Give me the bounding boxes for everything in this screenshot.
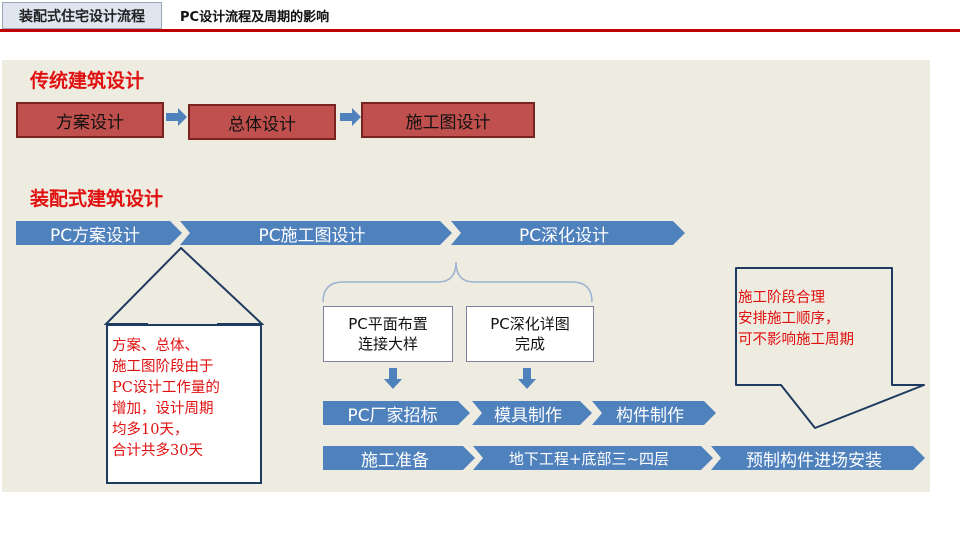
box-pc-detail: PC深化详图 完成 [466,306,594,362]
step-install: 预制构件进场安装 [711,446,925,470]
traditional-title: 传统建筑设计 [30,70,145,92]
step-pc-tender-label: PC厂家招标 [347,405,438,426]
stage-pc-deepening: PC深化设计 [451,221,685,245]
stage-pc-deepening-label: PC深化设计 [518,225,610,246]
arrow-right-icon [166,108,187,126]
stage-pc-scheme-label: PC方案设计 [49,225,141,246]
step-mold: 模具制作 [472,401,592,425]
step-component-label: 构件制作 [616,405,684,426]
header-tab[interactable]: 装配式住宅设计流程 [2,2,162,29]
step-pc-tender: PC厂家招标 [323,401,470,425]
step-construction-prep: 施工准备 [323,446,475,470]
step-construction-prep-label: 施工准备 [361,450,429,471]
prefab-title: 装配式建筑设计 [30,188,164,210]
stage-pc-construction: PC施工图设计 [180,221,452,245]
left-note-text: 方案、总体、 施工图阶段由于 PC设计工作量的 增加，设计周期 均多10天， 合… [112,338,220,459]
page-title: PC设计流程及周期的影响 [180,10,330,25]
step-install-label: 预制构件进场安装 [746,450,882,471]
header-divider [0,29,960,32]
down-arrow-icon [735,267,925,429]
right-note-text: 施工阶段合理 安排施工顺序， 可不影响施工周期 [738,290,854,348]
step-mold-label: 模具制作 [494,405,562,426]
step-underground-label: 地下工程+底部三~四层 [508,449,670,468]
step-underground: 地下工程+底部三~四层 [473,446,713,470]
stage-pc-construction-label: PC施工图设计 [258,225,366,246]
arrow-down-icon [518,368,536,389]
box-pc-layout: PC平面布置 连接大样 [323,306,453,362]
step-component: 构件制作 [592,401,716,425]
trad-step-overall: 总体设计 [188,104,336,140]
trad-step-scheme: 方案设计 [16,102,164,138]
left-note-box [106,324,262,484]
arrow-right-icon [340,108,361,126]
trad-step-construction: 施工图设计 [361,102,535,138]
stage-pc-scheme: PC方案设计 [16,221,182,245]
brace-icon [322,261,593,303]
arrow-down-icon [384,368,402,389]
